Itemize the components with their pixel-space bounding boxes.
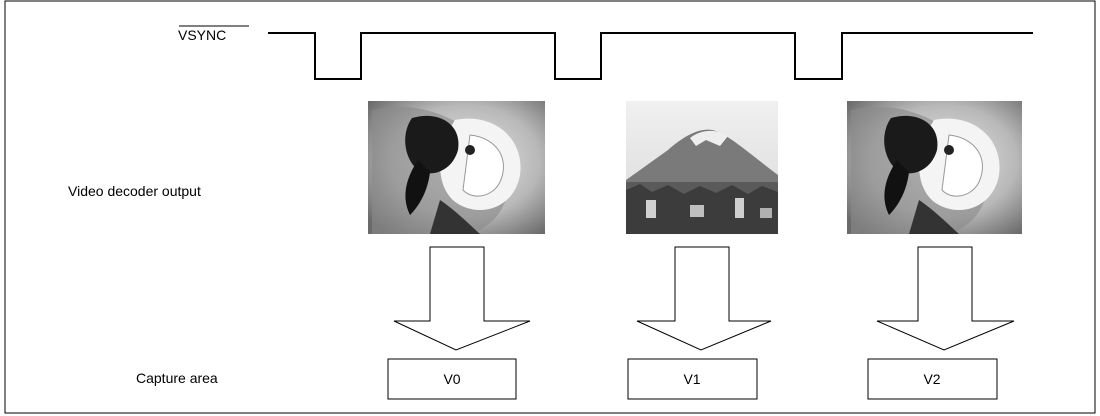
capture-arrow-0 (393, 246, 531, 351)
capture-box-v0-label: V0 (443, 371, 460, 387)
capture-box-v2-label: V2 (923, 371, 940, 387)
decoder-output-label: Video decoder output (68, 183, 201, 199)
capture-box-v1 (627, 358, 758, 400)
decoder-frame-0-parrot-image (368, 101, 545, 234)
capture-arrow-1 (636, 246, 772, 351)
capture-box-v0 (387, 358, 517, 400)
capture-arrow-2 (876, 246, 1015, 351)
vsync-label: VSYNC (178, 27, 226, 43)
decoder-frame-1-mountain-image (626, 101, 778, 234)
capture-area-label: Capture area (136, 370, 218, 386)
capture-box-v1-label: V1 (683, 371, 700, 387)
decoder-frame-2-parrot-image (847, 101, 1022, 234)
capture-box-v2 (867, 358, 998, 400)
vsync-waveform (268, 32, 1033, 80)
